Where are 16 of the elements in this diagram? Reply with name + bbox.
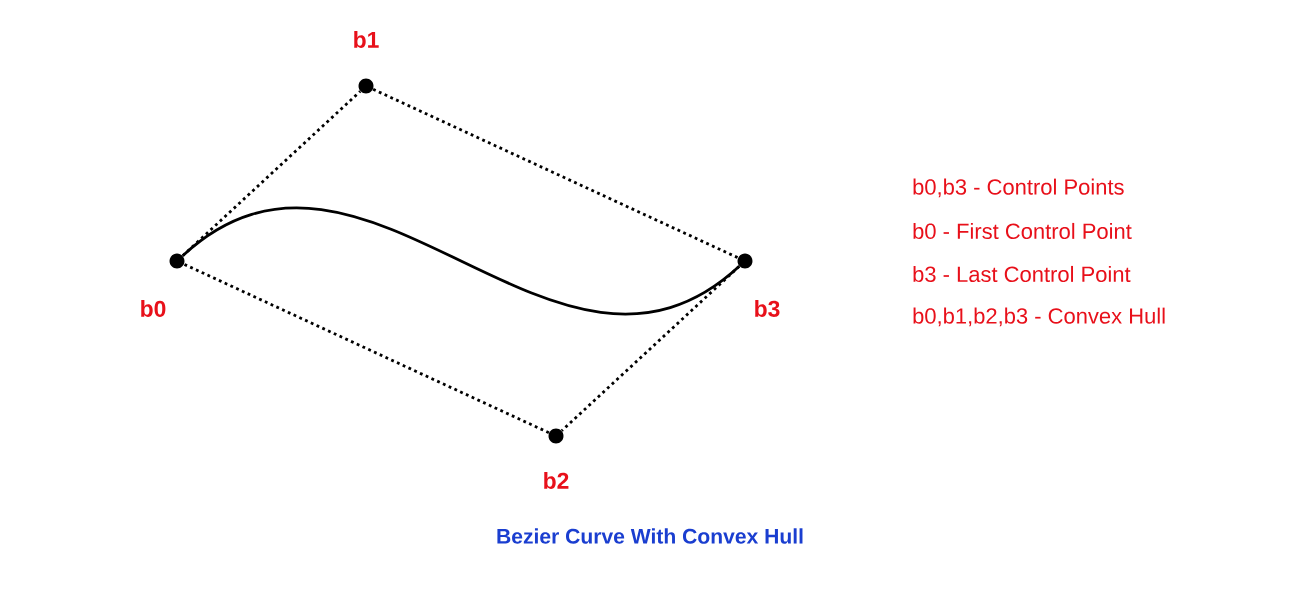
hull-line: [372, 88, 739, 259]
bezier-curve: [181, 207, 741, 315]
control-point-dot: [358, 78, 374, 94]
point-label: b0: [141, 300, 166, 317]
point-label: b3: [755, 300, 780, 317]
legend-text: b0,b1,b2,b3 - Convex Hull: [913, 307, 1165, 327]
point-label: b2: [544, 472, 569, 489]
control-point-dot: [169, 253, 185, 269]
hull-line: [183, 263, 550, 434]
legend-text: b3 - Last Control Point: [913, 265, 1131, 283]
legend-text: b0 - First Control Point: [913, 222, 1132, 240]
caption: Bezier Curve With Convex Hull: [497, 528, 803, 544]
control-point-dot: [548, 428, 564, 444]
control-point-dot: [737, 253, 753, 269]
legend-text: b0,b3 - Control Points: [913, 178, 1124, 198]
point-label: b1: [354, 31, 379, 48]
